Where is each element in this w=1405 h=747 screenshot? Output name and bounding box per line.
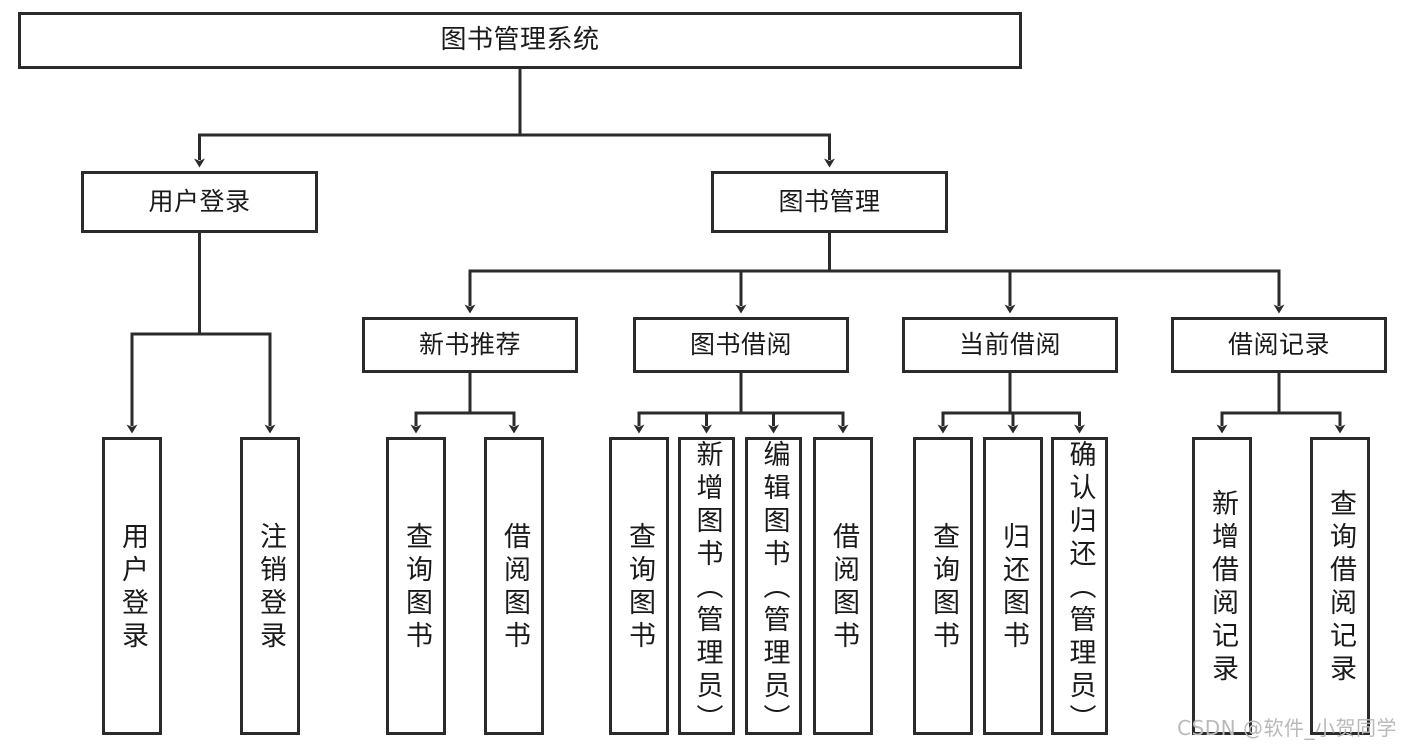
leaf-confirm-return-admin[interactable]: 确认归还（管理员） [1051,437,1108,737]
leaf-user-login[interactable]: 用户登录 [102,437,162,735]
leaf-query-book-borrow[interactable]: 查询图书 [609,437,669,735]
node-label: 查询借阅记录 [1324,489,1356,687]
node-label: 新书推荐 [418,330,521,360]
node-borrow-record[interactable]: 借阅记录 [1171,317,1387,373]
node-label: 图书借阅 [689,330,792,360]
leaf-query-borrow-record[interactable]: 查询借阅记录 [1310,437,1370,735]
node-label: 确认归还（管理员） [1064,439,1096,737]
leaf-logout[interactable]: 注销登录 [240,437,300,735]
node-label: 图书管理系统 [440,25,600,56]
node-label: 借阅记录 [1227,330,1330,360]
node-root[interactable]: 图书管理系统 [18,12,1022,69]
node-label: 图书管理 [778,187,881,217]
leaf-add-borrow-record[interactable]: 新增借阅记录 [1192,437,1252,735]
leaf-query-book-current[interactable]: 查询图书 [913,437,973,735]
node-label: 新增图书（管理员） [691,439,723,737]
node-label: 查询图书 [623,522,655,654]
node-label: 查询图书 [927,522,959,654]
node-label: 查询图书 [400,522,432,654]
leaf-return-book[interactable]: 归还图书 [983,437,1043,735]
node-current-borrow[interactable]: 当前借阅 [902,317,1118,373]
node-label: 当前借阅 [958,330,1061,360]
node-label: 借阅图书 [827,522,859,654]
node-book-borrow[interactable]: 图书借阅 [633,317,849,373]
node-label: 用户登录 [148,187,251,217]
node-user-login[interactable]: 用户登录 [81,171,318,233]
node-label: 用户登录 [116,522,148,654]
leaf-borrow-book-recommend[interactable]: 借阅图书 [484,437,544,735]
leaf-add-book-admin[interactable]: 新增图书（管理员） [678,437,735,737]
node-label: 归还图书 [997,522,1029,654]
node-label: 新增借阅记录 [1206,489,1238,687]
csdn-watermark: CSDN @软件_小贺同学 [1177,716,1397,740]
leaf-query-book-recommend[interactable]: 查询图书 [386,437,446,735]
leaf-edit-book-admin[interactable]: 编辑图书（管理员） [745,437,802,737]
node-label: 注销登录 [254,522,286,654]
node-label: 编辑图书（管理员） [758,439,790,737]
node-book-management[interactable]: 图书管理 [711,171,948,233]
node-label: 借阅图书 [498,522,530,654]
leaf-borrow-book[interactable]: 借阅图书 [813,437,873,735]
node-new-book-recommend[interactable]: 新书推荐 [362,317,578,373]
